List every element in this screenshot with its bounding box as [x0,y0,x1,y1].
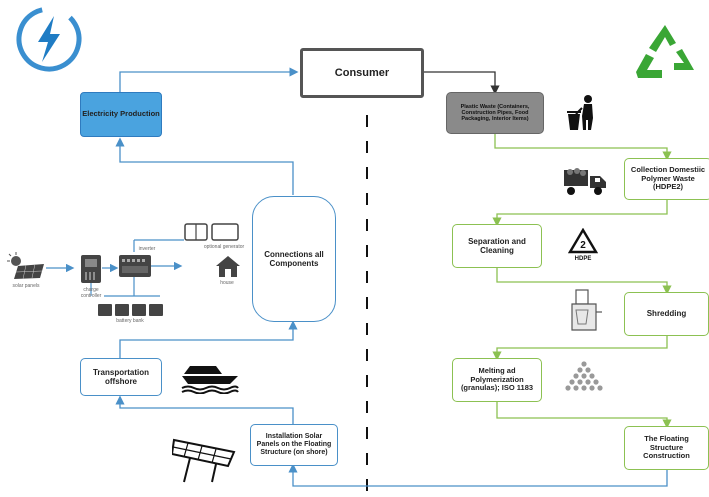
solar-system-wiring [46,239,184,297]
connections-box: Connections all Components [252,196,336,322]
granules-icon [565,361,603,391]
charge-controller-label: charge controller [80,287,102,299]
shredding-box: Shredding [624,292,709,336]
installation-label: Installation Solar Panels on the Floatin… [256,432,332,457]
floating-structure-box: The Floating Structure Construction [624,426,709,470]
electricity-production-label: Electricity Production [82,109,160,119]
melting-box: Melting ad Polymerization (granulas); IS… [452,358,542,402]
arrow-collection-to-separation [492,200,668,227]
plastic-waste-box: Plastic Waste (Containers, Construction … [446,92,544,134]
separation-box: Separation and Cleaning [452,224,542,268]
shredding-label: Shredding [646,309,687,319]
transportation-box: Transportation offshore [80,358,162,396]
shredder-icon [571,289,602,331]
charge-controller-icon [81,255,101,283]
battery-bank-label: battery bank [116,318,144,324]
house-label: house [220,280,234,286]
collection-box: Collection Domestiic Polymer Waste (HDPE… [624,158,709,200]
inverter-label: inverter [138,246,156,252]
collection-label: Collection Domestiic Polymer Waste (HDPE… [630,165,706,192]
arrow-melting-to-floating [496,402,672,429]
floating-structure-label: The Floating Structure Construction [643,434,690,461]
consumer-box: Consumer [300,48,424,98]
arrow-consumer-to-waste [424,71,500,95]
hdpe-label: HDPE [574,256,592,262]
installation-box: Installation Solar Panels on the Floatin… [250,424,338,466]
arrow-waste-to-collection [494,134,672,161]
lightning-bolt-icon [16,6,82,72]
recycle-icon [636,25,694,78]
dump-truck-icon [564,168,606,195]
arrow-floating-to-installation [288,463,668,487]
transportation-label: Transportation offshore [92,367,149,386]
consumer-label: Consumer [334,66,390,79]
hdpe-recycle-icon: 2 [568,228,598,254]
optional-generator-label: optional generator [203,244,245,250]
battery-bank-icon [98,304,163,316]
solar-panels-label: solar panels [12,283,40,289]
solar-panel-icon [172,438,236,483]
inverter-icon [119,255,151,277]
arrow-electricity-to-consumer [119,67,299,92]
arrow-shredding-to-melting [492,336,668,361]
hdpe-number: 2 [580,240,586,251]
arrow-connections-to-electricity [115,137,294,195]
electricity-production-box: Electricity Production [80,92,162,137]
house-icon [216,256,240,277]
melting-label: Melting ad Polymerization (granulas); IS… [460,366,534,393]
arrow-transport-to-connections [119,320,298,358]
arrow-separation-to-shredding [496,268,672,295]
generator-icon [184,223,239,241]
arrow-installation-to-transport [115,395,294,424]
boat-icon [181,366,239,394]
plastic-waste-label: Plastic Waste (Containers, Construction … [460,103,530,123]
separation-label: Separation and Cleaning [468,236,526,255]
connections-label: Connections all Components [264,249,324,268]
solar-panel-small-icon [7,252,44,280]
trash-person-icon [567,95,593,130]
